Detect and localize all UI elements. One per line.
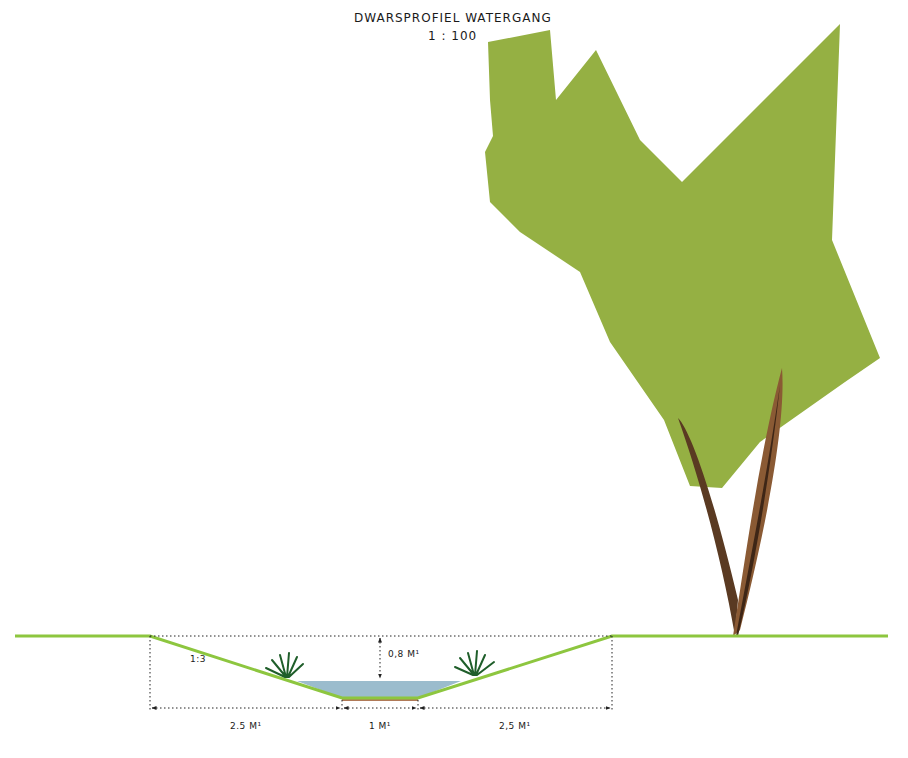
slope-label: 1:3 [188, 655, 208, 665]
dimension-line [150, 636, 612, 712]
tree-crown [485, 24, 880, 488]
tree-trunk [678, 418, 738, 636]
diagram-title: DWARSPROFIEL WATERGANG [354, 12, 552, 25]
dimension-label: 2.5 M¹ [228, 722, 264, 732]
scale-label: 1 : 100 [428, 30, 477, 43]
dimension-label: 2,5 M¹ [497, 722, 533, 732]
ground-line [15, 636, 888, 698]
water [297, 681, 461, 698]
tree-trunk [736, 385, 780, 636]
tree-trunk [733, 368, 783, 636]
dimension-label: 0,8 M¹ [386, 650, 422, 660]
dimension-label: 1 M¹ [367, 722, 393, 732]
